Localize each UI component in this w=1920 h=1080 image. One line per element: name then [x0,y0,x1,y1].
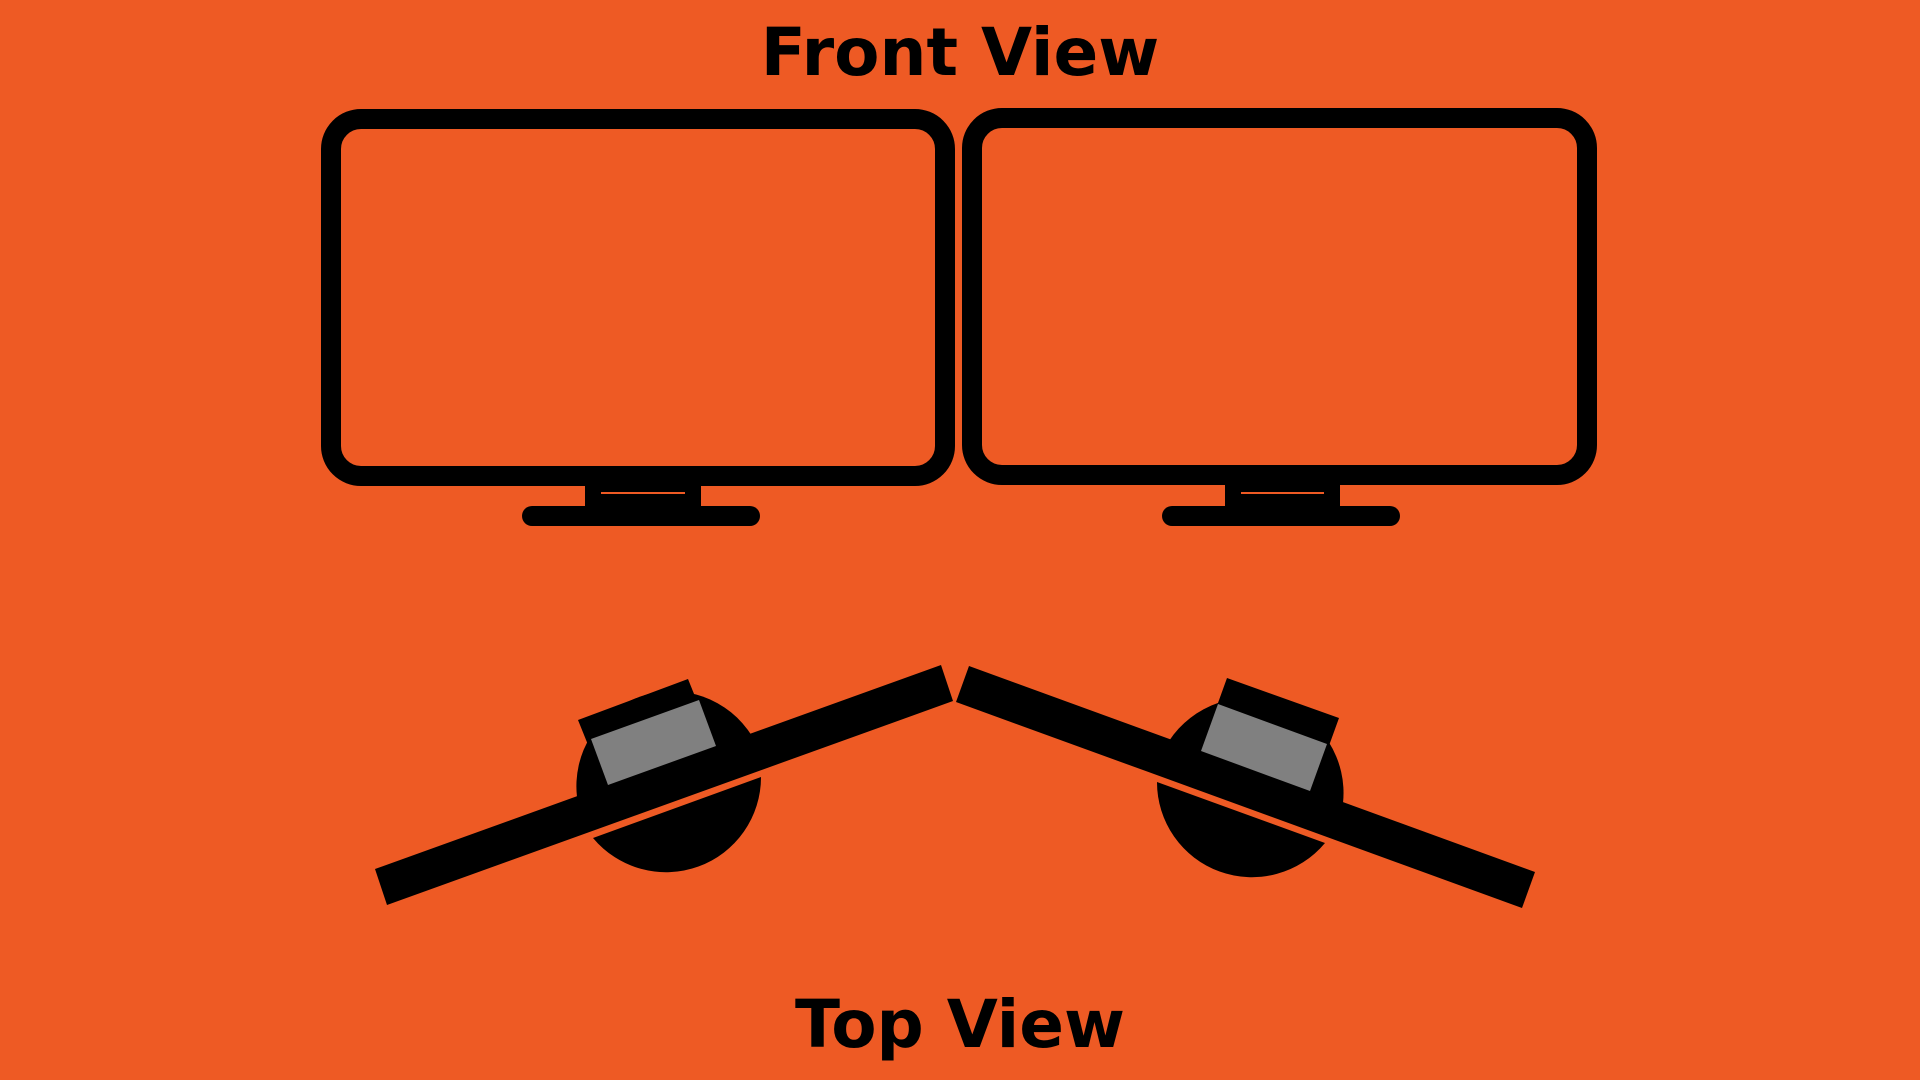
front-view-label: Front View [760,14,1160,91]
top-monitor-right-screen [956,666,1535,908]
top-monitor-left-plate [591,700,716,785]
top-monitor-right [956,666,1535,908]
front-monitor-left-base [522,506,760,526]
top-view-label: Top View [794,986,1126,1063]
front-monitor-right [962,108,1597,526]
front-monitor-right-bezel [962,108,1597,485]
top-monitor-right-base-front [1156,782,1325,878]
front-monitor-right-base [1162,506,1400,526]
front-monitor-left [321,109,955,526]
top-monitor-left-base-front [593,777,762,873]
top-monitor-left [375,665,953,905]
top-monitor-right-plate [1201,704,1327,791]
top-monitor-left-screen [375,665,953,905]
front-monitor-left-neck [585,476,701,510]
front-monitor-right-neck [1225,476,1340,510]
